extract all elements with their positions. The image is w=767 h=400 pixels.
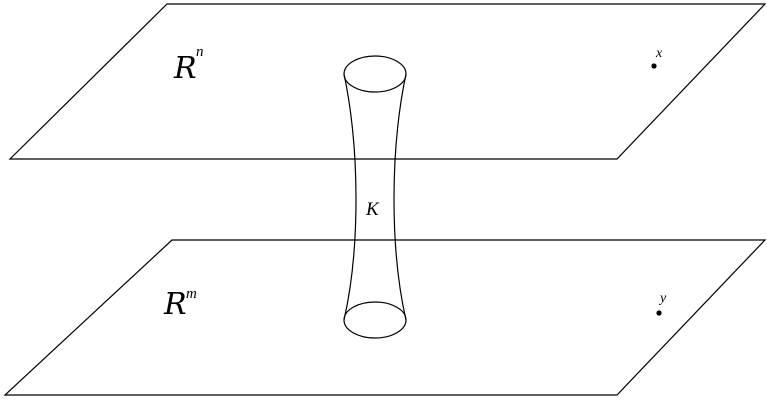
point-y-label: y xyxy=(658,291,667,306)
tube-right-wall xyxy=(393,73,407,321)
upper-plane-exponent: n xyxy=(196,44,204,60)
throat-label: K xyxy=(365,199,380,220)
point-x xyxy=(651,63,657,69)
upper-plane-label: R xyxy=(173,51,197,86)
tube-left-wall xyxy=(343,73,357,321)
tube-bottom-mouth xyxy=(343,301,407,339)
upper-plane: R n x xyxy=(8,3,767,160)
lower-plane-exponent: m xyxy=(186,286,197,302)
point-x-label: x xyxy=(655,46,663,61)
wormhole-tube: K xyxy=(343,55,407,339)
lower-plane: R m y xyxy=(3,239,767,396)
lower-plane-outline xyxy=(3,239,767,396)
lower-plane-label: R xyxy=(163,287,187,322)
tube-top-mouth xyxy=(343,55,407,93)
upper-plane-outline xyxy=(8,3,767,160)
point-y xyxy=(656,310,662,316)
